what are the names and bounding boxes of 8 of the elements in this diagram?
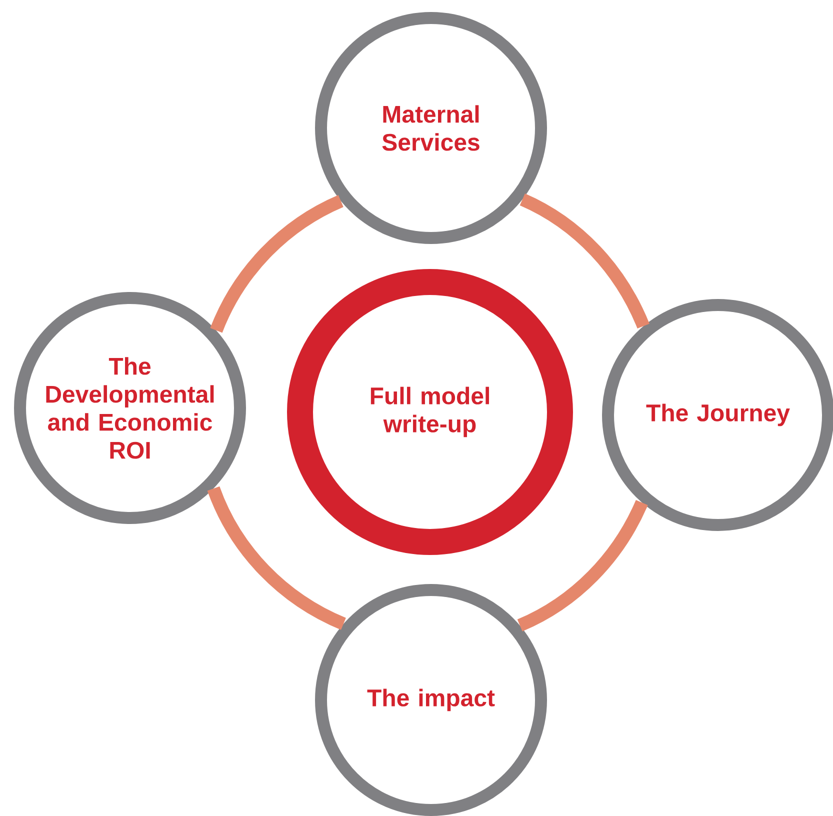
ring-arc <box>210 195 344 333</box>
ring-arc <box>520 194 650 329</box>
circle-node: Maternal Services <box>315 12 547 244</box>
circle-node: Full model write-up <box>287 268 573 555</box>
circle-node: The Developmental and Economic ROI <box>14 292 246 524</box>
ring-arc <box>517 500 648 632</box>
ring-arc <box>207 486 346 630</box>
circle-node: The impact <box>315 584 547 816</box>
